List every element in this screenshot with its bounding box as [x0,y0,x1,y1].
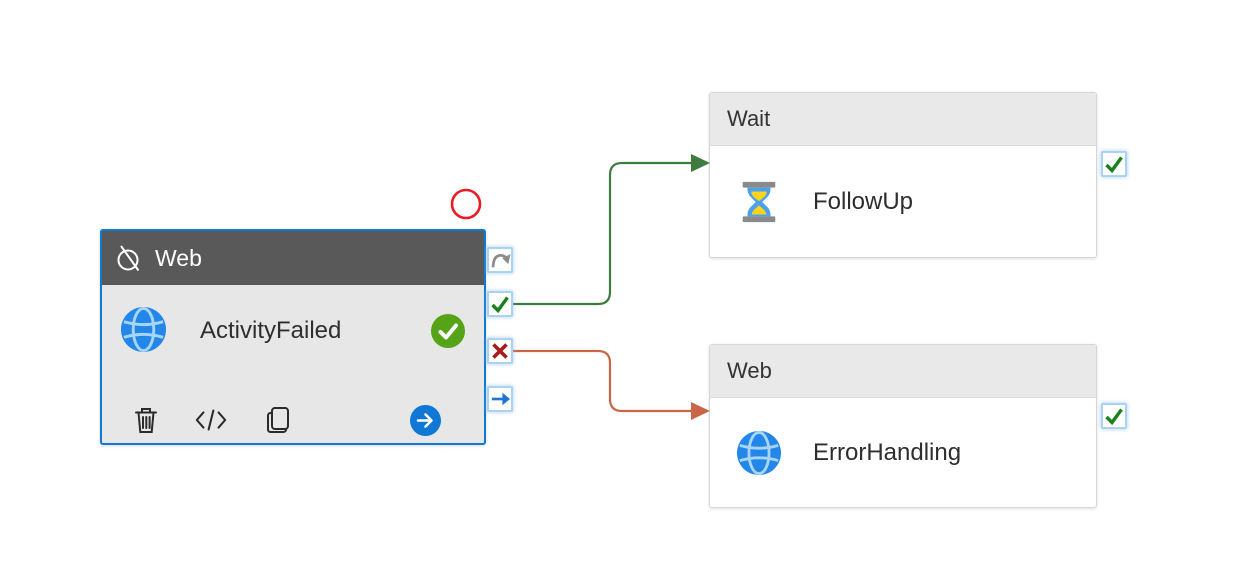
activity-body: ActivityFailed [102,285,484,441]
activity-header: Web [710,345,1096,398]
failure-cross-icon [492,343,508,359]
failure-connection-arrowhead [691,402,710,420]
success-check-icon [491,296,509,314]
clone-button[interactable] [261,403,295,437]
deactivated-circle-slash-icon [117,245,140,272]
copy-icon [267,407,289,433]
code-button[interactable] [194,403,228,437]
activity-body: ErrorHandling [710,398,1096,508]
activity-node-followup[interactable]: Wait FollowUp [709,92,1097,258]
activity-header: Web [102,231,484,285]
code-icon [195,409,227,431]
success-connection-line[interactable] [513,161,693,306]
port-completion[interactable] [487,386,513,412]
skip-curved-arrow-icon [491,254,511,268]
errorhandling-success-checkbox[interactable] [1101,403,1127,429]
activity-name: FollowUp [813,188,914,215]
port-success[interactable] [487,291,513,317]
activity-type-label: Wait [727,106,771,131]
followup-success-checkbox[interactable] [1101,151,1127,177]
delete-button[interactable] [129,403,163,437]
port-skipped[interactable] [487,247,513,273]
completion-arrow-icon [491,392,511,406]
status-success-badge [431,314,465,348]
activity-name: ErrorHandling [813,439,962,466]
success-check-icon [1105,408,1123,426]
trash-icon [135,408,157,433]
success-connection-arrowhead [691,154,710,172]
port-failure[interactable] [487,338,513,364]
web-activity-globe-icon [120,306,167,353]
activity-name: ActivityFailed [200,317,342,344]
activity-node-activityfailed[interactable]: Web ActivityFailed [100,229,486,445]
activity-header: Wait [710,93,1096,146]
arrow-action-button[interactable] [410,405,441,436]
activity-type-label: Web [155,244,202,271]
activity-node-errorhandling[interactable]: Web ErrorHandling [709,344,1097,508]
failure-connection-line[interactable] [513,349,693,413]
activity-body: FollowUp [710,146,1096,258]
success-check-icon [1105,156,1123,174]
arrow-right-icon [416,413,433,428]
activity-type-label: Web [727,358,772,383]
annotation-red-circle [450,188,482,220]
wait-hourglass-icon [742,181,776,223]
web-activity-globe-icon [736,430,782,476]
